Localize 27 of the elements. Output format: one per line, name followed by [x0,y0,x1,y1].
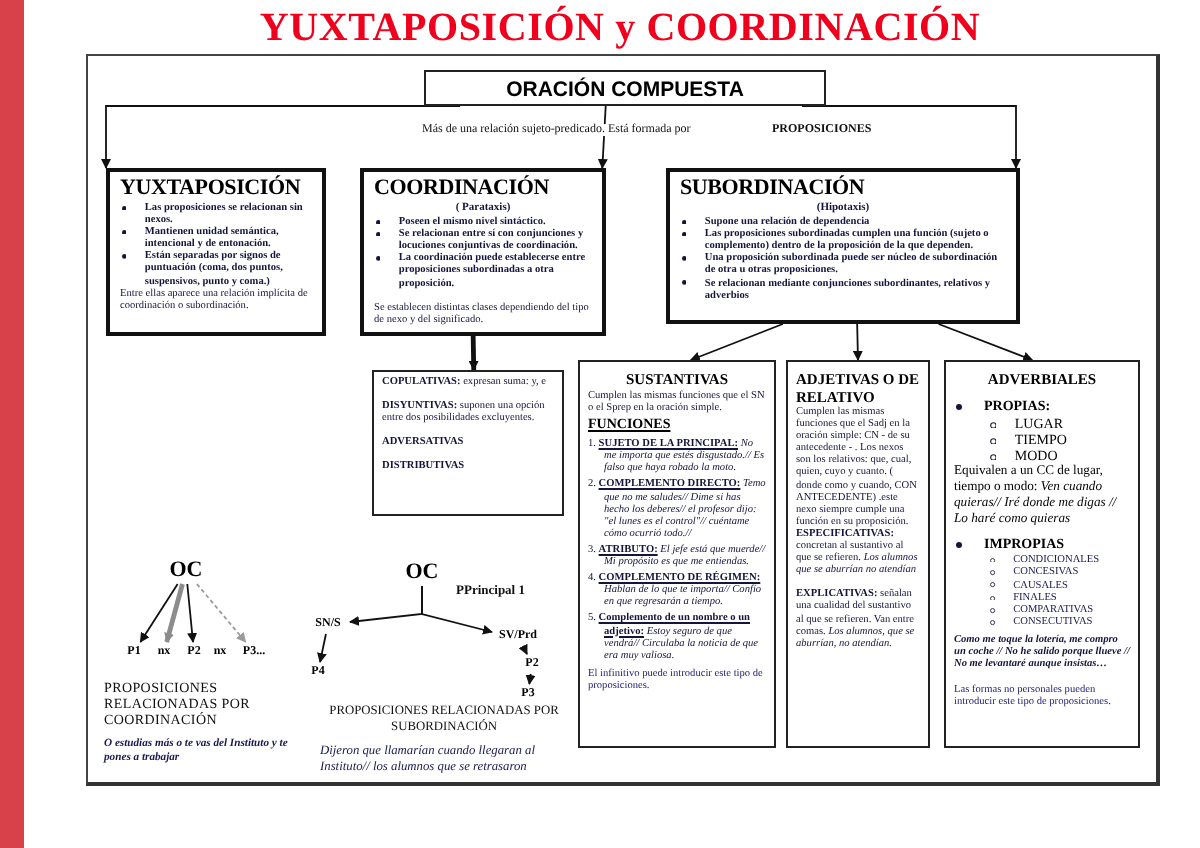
box-title: ORACIÓN COMPUESTA [504,76,746,104]
arrow [525,673,536,685]
arrow [689,323,784,362]
arrow [421,585,493,635]
arrow [937,323,1034,362]
concept-box [424,70,826,106]
tree-node-label: OC [402,560,442,586]
arrow [852,323,863,361]
tree-node-label: OC [166,558,206,584]
concept-box [578,360,776,748]
box-title: COORDINACIÓN [374,174,551,202]
arrow [317,633,327,663]
concept-box [106,168,326,336]
arrow [518,643,528,655]
arrow [186,583,198,643]
concept-box [372,370,564,516]
arrow [139,583,179,643]
concept-box [360,168,606,336]
concept-box [944,360,1140,748]
page-title: YUXTAPOSICIÓN y COORDINACIÓN [257,6,983,52]
concept-box [666,168,1020,324]
concept-box [786,360,930,748]
arrow [196,583,247,643]
box-title: YUXTAPOSICIÓN [120,174,303,202]
arrow [468,335,479,371]
arrow [164,583,185,643]
box-title: SUBORDINACIÓN [680,174,867,202]
